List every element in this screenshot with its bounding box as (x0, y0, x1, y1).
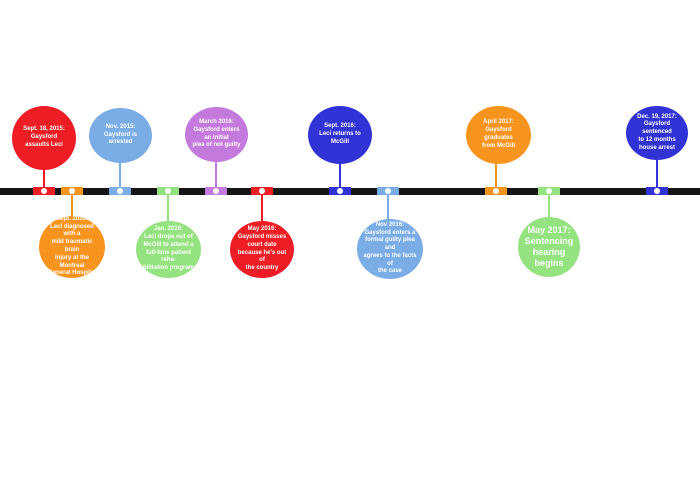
timeline-marker (61, 187, 83, 195)
marker-dot (117, 188, 123, 194)
timeline-marker (157, 187, 179, 195)
marker-dot (165, 188, 171, 194)
timeline-marker (485, 187, 507, 195)
event-bubble: Dec. 19, 2017: Gaysford sentenced to 12 … (626, 106, 688, 160)
timeline-marker (377, 187, 399, 195)
marker-dot (546, 188, 552, 194)
timeline-marker (205, 187, 227, 195)
event-bubble: March 2016: Gaysford enters an initial p… (185, 107, 248, 162)
connector-line (167, 195, 169, 223)
connector-line (71, 195, 73, 217)
marker-dot (654, 188, 660, 194)
connector-line (261, 195, 263, 223)
marker-dot (41, 188, 47, 194)
connector-line (656, 158, 658, 188)
connector-line (548, 195, 550, 219)
marker-dot (385, 188, 391, 194)
event-bubble: Nov. 2015: Gaysford is arrested (89, 108, 152, 163)
event-bubble: Jan. 2016: Leci drops out of McGill to a… (136, 221, 201, 278)
event-bubble: May 2016: Gaysford misses court date bec… (230, 221, 294, 278)
marker-dot (259, 188, 265, 194)
event-bubble: April 2017: Gaysford graduates from McGi… (466, 106, 531, 164)
marker-dot (337, 188, 343, 194)
marker-dot (69, 188, 75, 194)
timeline-marker (109, 187, 131, 195)
connector-line (119, 160, 121, 188)
marker-dot (493, 188, 499, 194)
connector-line (495, 161, 497, 188)
connector-line (43, 166, 45, 188)
timeline-marker (538, 187, 560, 195)
marker-dot (213, 188, 219, 194)
event-bubble: Sept. 2016: Leci returns to McGill (308, 106, 372, 164)
timeline-marker (646, 187, 668, 195)
timeline-marker (329, 187, 351, 195)
connector-line (387, 195, 389, 223)
connector-line (215, 160, 217, 188)
timeline-marker (33, 187, 55, 195)
timeline-marker (251, 187, 273, 195)
event-bubble: Nov 2016: Gaysford enters a formal guilt… (357, 219, 423, 279)
connector-line (339, 162, 341, 188)
event-bubble: Sept. 2015: Leci diagnosed with a mild t… (39, 216, 105, 278)
event-bubble: May 2017: Sentencing hearing begins (518, 217, 580, 277)
event-bubble: Sept. 18, 2015: Gaysford assaults Leci (12, 106, 76, 170)
